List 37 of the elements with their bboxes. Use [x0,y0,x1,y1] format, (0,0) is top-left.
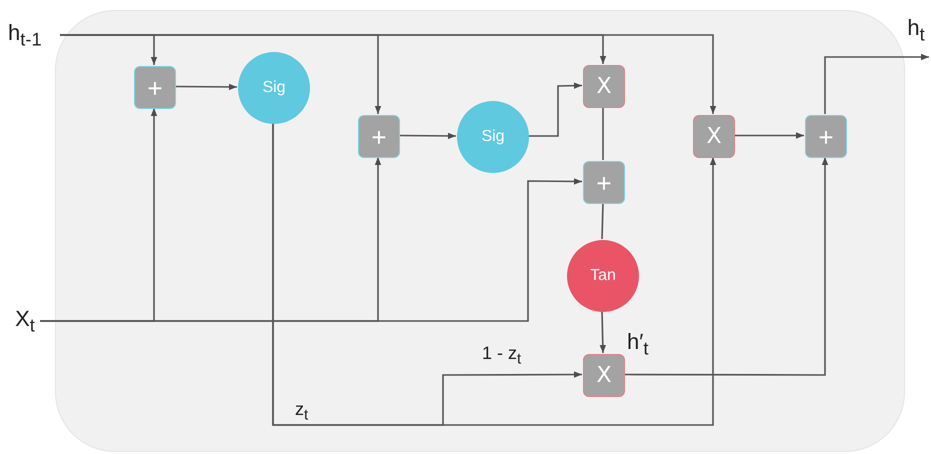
edge-label: 1 - z$_{t}$ [482,343,522,368]
operator-symbol: + [596,170,612,196]
sigmoid-circle [457,101,529,173]
multiplication-operator-box [583,354,625,397]
sigmoid-circle [238,52,310,124]
arrow [734,132,804,139]
operator-symbol: + [818,124,834,150]
operator-symbol: X [596,76,612,98]
addition-operator-box [358,115,400,158]
signal-name: h$_{t}$ [907,17,925,44]
arrow [40,178,582,322]
operator-symbol: + [147,74,163,100]
operator-symbol: X [706,126,722,148]
activation-label: Sig [481,128,505,146]
multiplication-operator-box [583,65,625,108]
signal-name: X$_{t}$ [15,308,35,334]
activation-label: Sig [262,79,286,97]
cell-background [55,10,905,452]
arrow [60,34,716,114]
arrow [175,84,237,90]
arrow [624,157,828,376]
edge-label: z$_{t}$ [295,399,308,424]
activation-label: Tan [590,267,616,285]
multiplication-operator-box [693,115,735,158]
arrow [272,123,582,426]
arrow [824,54,929,114]
addition-operator-box [583,161,625,204]
arrow [600,310,606,354]
tanh-circle [567,240,639,312]
arrow [399,132,456,140]
addition-operator-box [134,66,176,109]
signal-name: h′$_{t}$ [627,329,648,360]
operator-symbol: X [596,364,612,386]
signal-name: h$_{t-1}$ [8,22,42,48]
operator-symbol: + [371,124,387,150]
addition-operator-box [805,115,847,158]
arrow [528,82,582,137]
